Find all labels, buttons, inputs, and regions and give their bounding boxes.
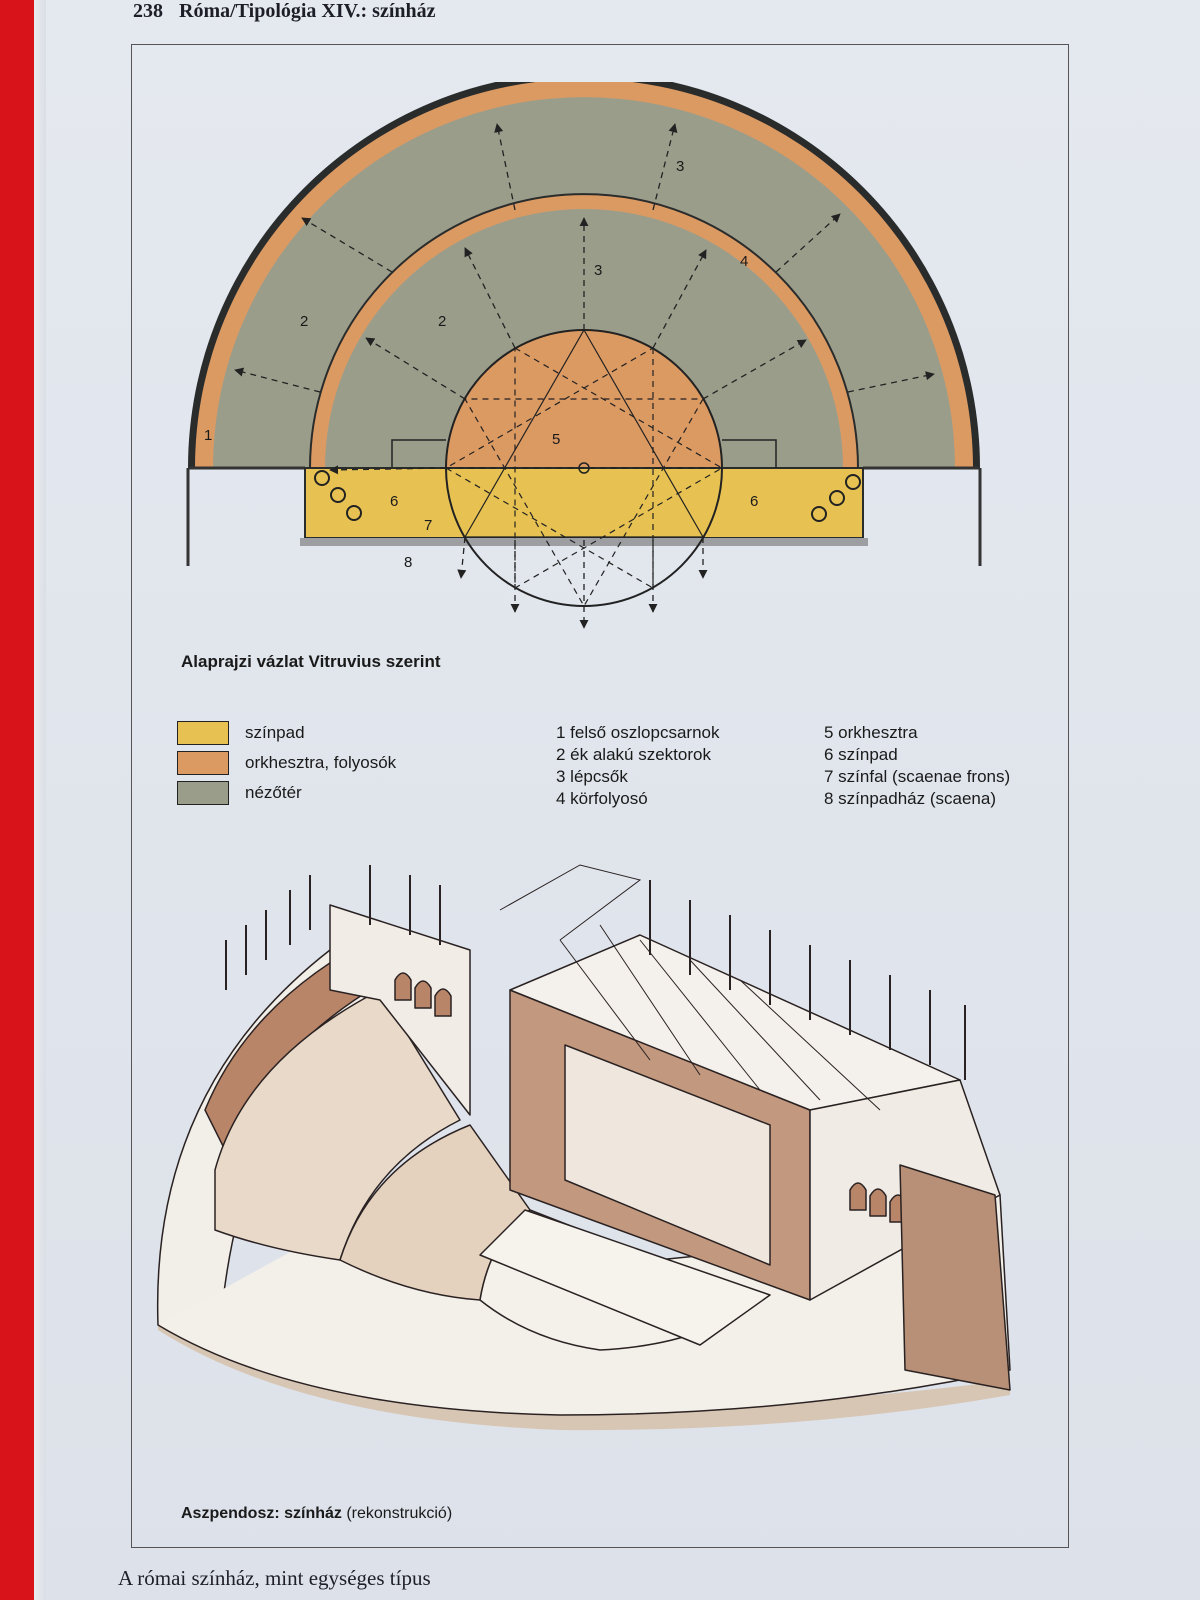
legend-swatch-seating <box>177 781 229 805</box>
plan-label-3-outer: 3 <box>676 158 684 175</box>
caption-rest: (rekonstrukció) <box>341 1505 453 1522</box>
plan-label-8: 8 <box>404 554 412 571</box>
book-red-edge <box>0 0 40 1600</box>
theatre-reconstruction-illustration <box>156 864 1011 1431</box>
legend-label: színpad <box>245 723 305 742</box>
plan-label-6-right: 6 <box>750 493 758 510</box>
figure-frame <box>131 44 1069 1548</box>
color-legend: színpad orkhesztra, folyosók nézőtér <box>177 718 396 808</box>
plan-title: Alaprajzi vázlat Vitruvius szerint <box>181 652 441 671</box>
stage <box>304 467 864 539</box>
key-item: 1 felső oszlopcsarnok <box>556 723 720 742</box>
plan-label-5: 5 <box>552 431 560 448</box>
theatre-floor-plan: 1 2 2 3 3 4 5 6 6 7 8 <box>186 82 982 629</box>
legend-label: nézőtér <box>245 783 302 802</box>
figure-caption: Aszpendosz: színház (rekonstrukció) <box>181 1505 452 1523</box>
key-item: 7 színfal (scaenae frons) <box>824 767 1011 786</box>
upper-seating-bank <box>214 989 461 1261</box>
foundation-outline <box>186 466 982 566</box>
plan-label-4: 4 <box>740 253 748 270</box>
right-building-side <box>899 1164 1011 1391</box>
left-tower <box>329 904 471 1116</box>
scaenae-frons-columns <box>564 1044 771 1266</box>
key-item: 8 színpadház (scaena) <box>824 789 996 808</box>
key-item: 4 körfolyosó <box>556 789 648 808</box>
stage-platform <box>479 1209 771 1346</box>
plan-label-7: 7 <box>424 517 432 534</box>
legend-item: nézőtér <box>177 778 396 808</box>
key-list-right: 5 orkhesztra 6 színpad 7 színfal (scaena… <box>824 722 1010 810</box>
key-item: 6 színpad <box>824 745 898 764</box>
caption-bold: Aszpendosz: színház <box>181 1505 342 1522</box>
legend-item: orkhesztra, folyosók <box>177 748 396 778</box>
plan-label-2-inner: 2 <box>438 313 446 330</box>
plan-label-2-outer: 2 <box>300 313 308 330</box>
key-list-left: 1 felső oszlopcsarnok 2 ék alakú szektor… <box>556 722 719 810</box>
plan-label-1: 1 <box>204 427 212 444</box>
plan-label-6-left: 6 <box>390 493 398 510</box>
plan-label-3-inner: 3 <box>594 262 602 279</box>
legend-swatch-stage <box>177 721 229 745</box>
legend-label: orkhesztra, folyosók <box>245 753 397 772</box>
key-item: 2 ék alakú szektorok <box>556 745 711 764</box>
key-item: 5 orkhesztra <box>824 723 918 742</box>
legend-item: színpad <box>177 718 396 748</box>
running-title: Róma/Tipológia XIV.: színház <box>179 0 436 22</box>
key-item: 3 lépcsők <box>556 767 628 786</box>
legend-swatch-orchestra <box>177 751 229 775</box>
page-number: 238 <box>133 0 163 22</box>
section-heading: A római színház, mint egységes típus <box>118 1566 431 1590</box>
page-header: 238 Róma/Tipológia XIV.: színház <box>133 0 436 23</box>
